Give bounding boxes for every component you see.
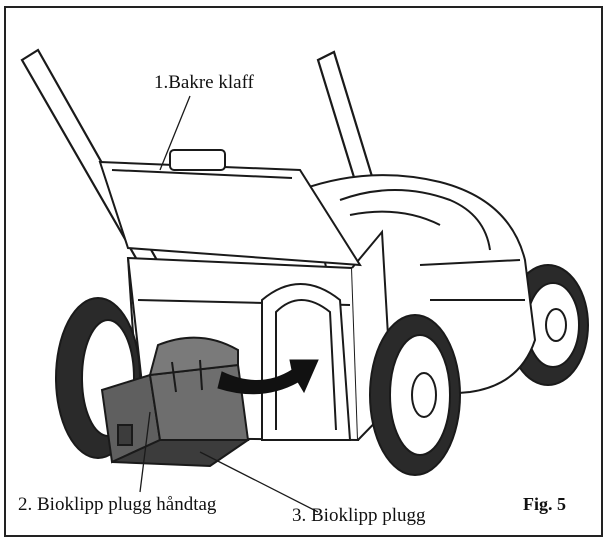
rear-flap xyxy=(98,149,362,267)
leader-lines xyxy=(139,95,319,513)
label-plug: 3. Bioklipp plugg xyxy=(292,505,426,526)
label-plug-handle: 2. Bioklipp plugg håndtag xyxy=(18,494,217,515)
figure-number: Fig. 5 xyxy=(523,494,566,514)
right-front-wheel xyxy=(369,314,461,476)
label-rear-flap: 1.Bakre klaff xyxy=(154,72,254,93)
figure-frame xyxy=(4,6,603,537)
insert-arrow xyxy=(217,359,319,395)
